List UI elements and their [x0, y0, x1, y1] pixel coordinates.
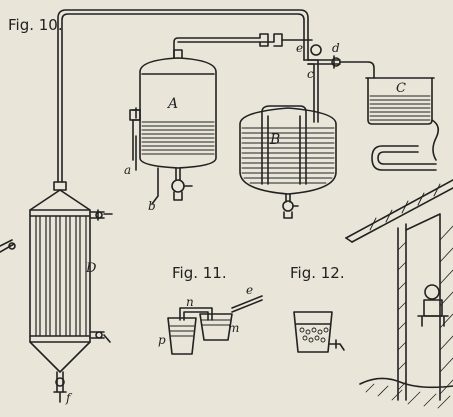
- label-f: f: [65, 391, 73, 405]
- label-a: a: [124, 163, 131, 177]
- fig12-caption: Fig. 12.: [290, 264, 345, 282]
- tank-B: [239, 105, 337, 219]
- label-b: b: [148, 199, 156, 213]
- fig11-vessels: [167, 295, 263, 355]
- fig11-caption: Fig. 11.: [172, 264, 227, 282]
- column-D: [0, 181, 113, 403]
- label-D: D: [85, 261, 97, 276]
- main-pipe: [57, 9, 309, 183]
- still-A: [129, 49, 217, 205]
- house-fragment: [345, 179, 453, 409]
- label-e-fig11: e: [246, 283, 253, 297]
- label-A: A: [166, 96, 178, 112]
- fig10-caption: Fig. 10.: [8, 16, 63, 34]
- label-c: c: [307, 67, 314, 81]
- vessel-C: [365, 77, 440, 171]
- label-n: n: [186, 295, 194, 309]
- fig12-vessel: [293, 311, 345, 353]
- label-B: B: [269, 132, 280, 148]
- label-p: p: [158, 333, 166, 347]
- label-m: m: [228, 321, 239, 335]
- label-e: e: [296, 41, 303, 55]
- label-d: d: [332, 41, 340, 55]
- label-C: C: [396, 81, 406, 96]
- valve-cluster: [303, 39, 375, 123]
- pipe-A-to-B: [173, 33, 313, 59]
